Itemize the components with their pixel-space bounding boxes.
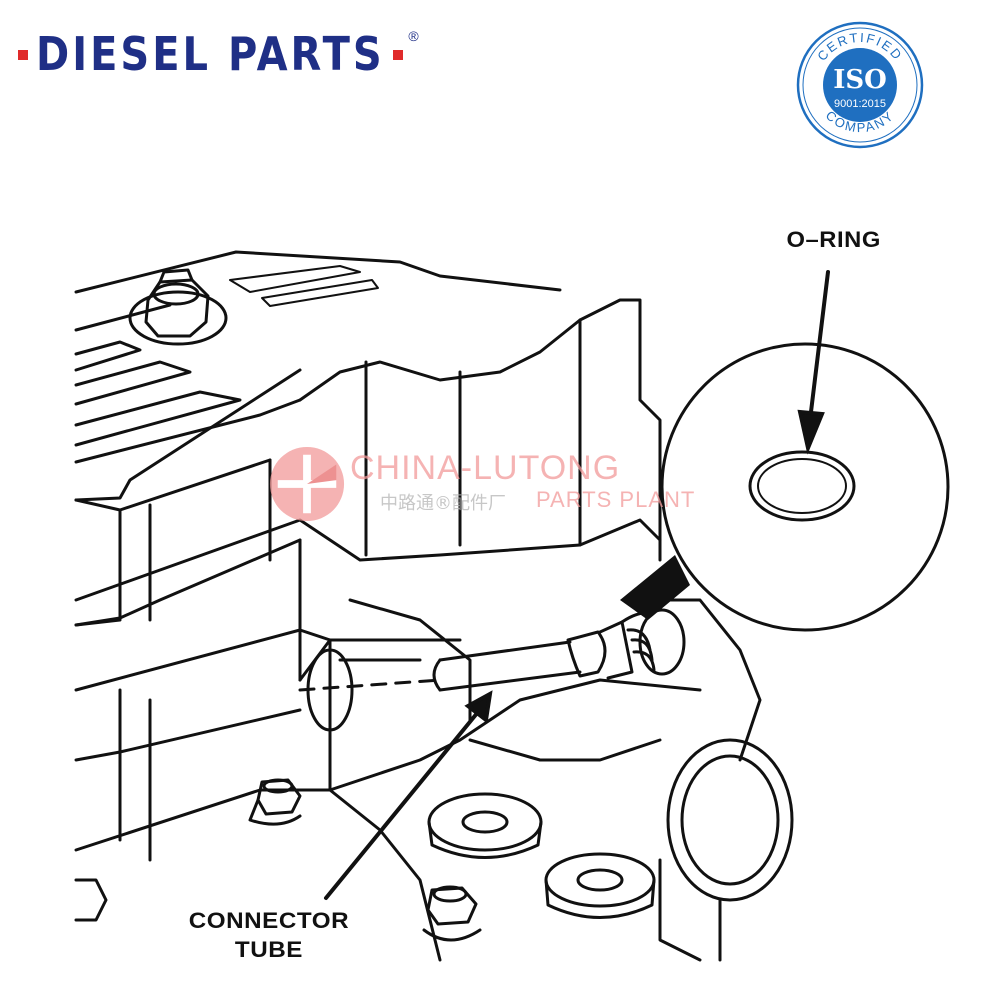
port-opening	[306, 598, 472, 732]
washer-bottom	[544, 852, 656, 919]
oring-detail-circle	[660, 342, 950, 632]
lutong-logo-icon	[269, 446, 345, 522]
seal-iso-text: ISO	[833, 65, 887, 95]
lower-bolt-right-icon	[422, 885, 482, 942]
brand-name: DIESEL PARTS	[36, 28, 385, 82]
brand-logo: DIESEL PARTS ®	[18, 28, 419, 82]
watermark-english: PARTS PLANT	[536, 487, 696, 512]
watermark-name: CHINA-LUTONG	[350, 449, 621, 487]
lower-bolt-left-icon	[248, 778, 302, 826]
connector-arrow	[324, 710, 480, 900]
watermark: CHINA-LUTONG 中路通®配件厂 PARTS PLANT	[268, 445, 738, 525]
connector-tube-label: CONNECTOR TUBE	[189, 906, 349, 964]
lower-edge	[328, 788, 442, 962]
top-cover	[74, 250, 562, 502]
watermark-chinese: 中路通®配件厂	[380, 493, 506, 514]
oring-label: O–RING	[786, 227, 881, 252]
oring-arrow-head-icon	[797, 409, 825, 455]
oring-arrow	[808, 270, 830, 422]
washer-top	[427, 792, 543, 859]
connector-arrow-head-icon	[464, 690, 493, 724]
alignment-dashed-line	[298, 678, 442, 692]
seal-standard-text: 9001:2015	[834, 98, 886, 110]
brand-left-square	[18, 50, 28, 60]
flange-ring	[648, 598, 794, 962]
lower-bolt-edge-icon	[74, 878, 108, 922]
top-cover-bolt-icon	[128, 268, 228, 346]
connector-label-line2: TUBE	[234, 937, 303, 962]
iso-certified-seal-icon: CERTIFIED COMPANY ISO 9001:2015	[796, 21, 924, 149]
registered-mark: ®	[408, 28, 419, 44]
pump-housing	[74, 298, 702, 862]
brand-right-square	[392, 50, 403, 60]
magnifier-wedge	[620, 555, 690, 620]
connector-label-line1: CONNECTOR	[188, 908, 350, 933]
connector-tube	[432, 608, 686, 692]
